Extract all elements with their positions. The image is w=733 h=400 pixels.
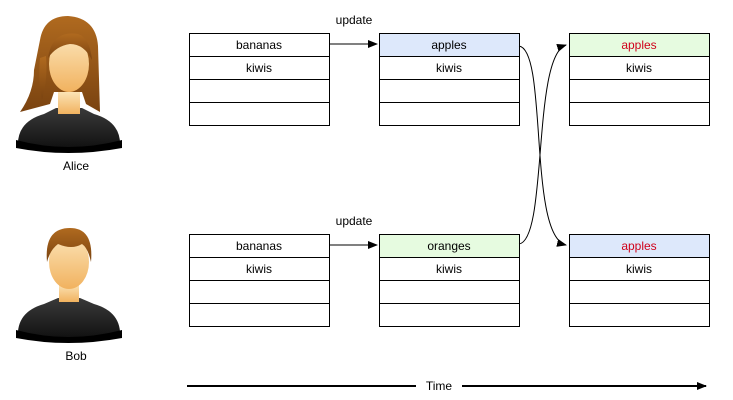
table-header-cell <box>189 33 329 56</box>
alice-avatar-icon <box>16 16 122 153</box>
sync-arrow-bob-to-alice <box>518 44 567 245</box>
update-label-bob: update <box>336 214 373 228</box>
tables-group: bananaskiwisappleskiwisappleskiwisbanana… <box>189 33 710 327</box>
table-cell-text: kiwis <box>436 262 462 276</box>
bob-updated-table: oranges kiwis <box>379 234 520 327</box>
table-cell-text: apples <box>621 38 656 52</box>
table-header-cell <box>189 234 329 257</box>
alice-synced-table: apples kiwis <box>569 33 710 126</box>
table-cell-text: kiwis <box>626 262 652 276</box>
table-header-cell <box>379 234 519 257</box>
update-label-alice: update <box>336 13 373 27</box>
table-cell-text: apples <box>431 38 466 52</box>
table-header-cell <box>379 33 519 56</box>
bob-label: Bob <box>65 349 87 363</box>
table-cell-text: kiwis <box>626 61 652 75</box>
alice-label: Alice <box>63 159 89 173</box>
table-cell-text: bananas <box>236 239 282 253</box>
table-cell-text: bananas <box>236 38 282 52</box>
table-cell-text: kiwis <box>436 61 462 75</box>
table-cell-text: apples <box>621 239 656 253</box>
table-header-cell <box>569 234 709 257</box>
alice-initial-table: bananas kiwis <box>189 33 330 126</box>
bob-synced-table: apples kiwis <box>569 234 710 327</box>
alice-updated-table: apples kiwis <box>379 33 520 126</box>
table-cell-text: kiwis <box>246 262 272 276</box>
bob-initial-table: bananas kiwis <box>189 234 330 327</box>
table-cell-text: oranges <box>427 239 470 253</box>
sync-arrow-alice-to-bob <box>518 45 567 247</box>
bob-avatar-icon <box>16 228 122 343</box>
table-header-cell <box>569 33 709 56</box>
table-cell-text: kiwis <box>246 61 272 75</box>
timeline-label: Time <box>426 379 453 393</box>
